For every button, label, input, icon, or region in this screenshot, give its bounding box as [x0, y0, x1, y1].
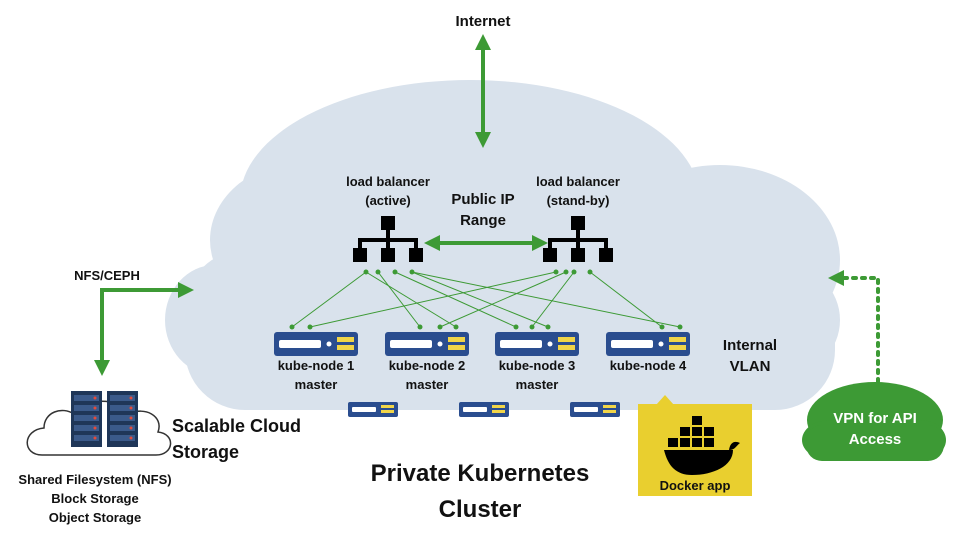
storage-title-line2: Storage — [172, 442, 240, 462]
kube-node-4-server-icon — [606, 332, 690, 356]
vpn-cloud — [802, 382, 946, 461]
internet-label: Internet — [455, 13, 511, 30]
vpn-line1: VPN for API — [833, 410, 917, 427]
small-server-icon — [570, 402, 620, 417]
internal-vlan-label: Internal VLAN — [705, 335, 795, 377]
kube-node-1-server-icon — [274, 332, 358, 356]
storage-items-list: Shared Filesystem (NFS) Block Storage Ob… — [5, 470, 185, 527]
node-role: master — [515, 377, 559, 392]
storage-item: Block Storage — [51, 491, 139, 506]
kube-node-1-label: kube-node 1 master — [266, 356, 366, 394]
kube-node-3-label: kube-node 3 master — [487, 356, 587, 394]
node-role: master — [405, 377, 449, 392]
kube-node-4-label: kube-node 4 — [598, 356, 698, 375]
link-endpoints — [289, 269, 683, 330]
kube-node-2-server-icon — [385, 332, 469, 356]
vpn-label: VPN for API Access — [810, 408, 940, 450]
lb-node-links — [291, 271, 681, 328]
small-server-icon — [459, 402, 509, 417]
node-name: kube-node 3 — [498, 358, 576, 373]
storage-title-line1: Scalable Cloud — [172, 416, 302, 436]
internal-vlan-line1: Internal — [722, 337, 778, 354]
docker-whale-icon — [664, 416, 740, 475]
load-balancer-active-line2: (active) — [365, 193, 411, 208]
load-balancer-standby-line1: load balancer — [536, 174, 620, 189]
cluster-title: Private Kubernetes Cluster — [330, 456, 630, 528]
small-server-icon — [348, 402, 398, 417]
cluster-title-line2: Cluster — [438, 496, 522, 523]
load-balancer-active-line1: load balancer — [346, 174, 430, 189]
kube-node-3-server-icon — [495, 332, 579, 356]
storage-rack-icon — [107, 391, 138, 447]
public-ip-range-label: Public IP Range — [433, 189, 533, 231]
nfs-ceph-label: NFS/CEPH — [74, 268, 140, 283]
load-balancer-active-label: load balancer (active) — [328, 172, 448, 210]
nfs-ceph-connector — [94, 282, 194, 376]
node-name: kube-node 4 — [609, 358, 687, 373]
storage-item: Object Storage — [48, 510, 142, 525]
kube-node-2-label: kube-node 2 master — [377, 356, 477, 394]
storage-title: Scalable Cloud Storage — [172, 413, 322, 465]
cluster-title-line1: Private Kubernetes — [370, 460, 590, 487]
node-name: kube-node 2 — [388, 358, 466, 373]
docker-app-label: Docker app — [659, 478, 731, 493]
load-balancer-standby-label: load balancer (stand-by) — [518, 172, 638, 210]
vpn-line2: Access — [848, 431, 902, 448]
node-role: master — [294, 377, 338, 392]
vpn-dotted-connector — [828, 270, 880, 384]
node-name: kube-node 1 — [277, 358, 355, 373]
public-ip-line2: Range — [460, 212, 506, 229]
storage-rack-icon — [71, 391, 102, 447]
public-ip-line1: Public IP — [451, 191, 515, 208]
load-balancer-standby-line2: (stand-by) — [546, 193, 610, 208]
storage-item: Shared Filesystem (NFS) — [18, 472, 172, 487]
internal-vlan-line2: VLAN — [729, 358, 771, 375]
